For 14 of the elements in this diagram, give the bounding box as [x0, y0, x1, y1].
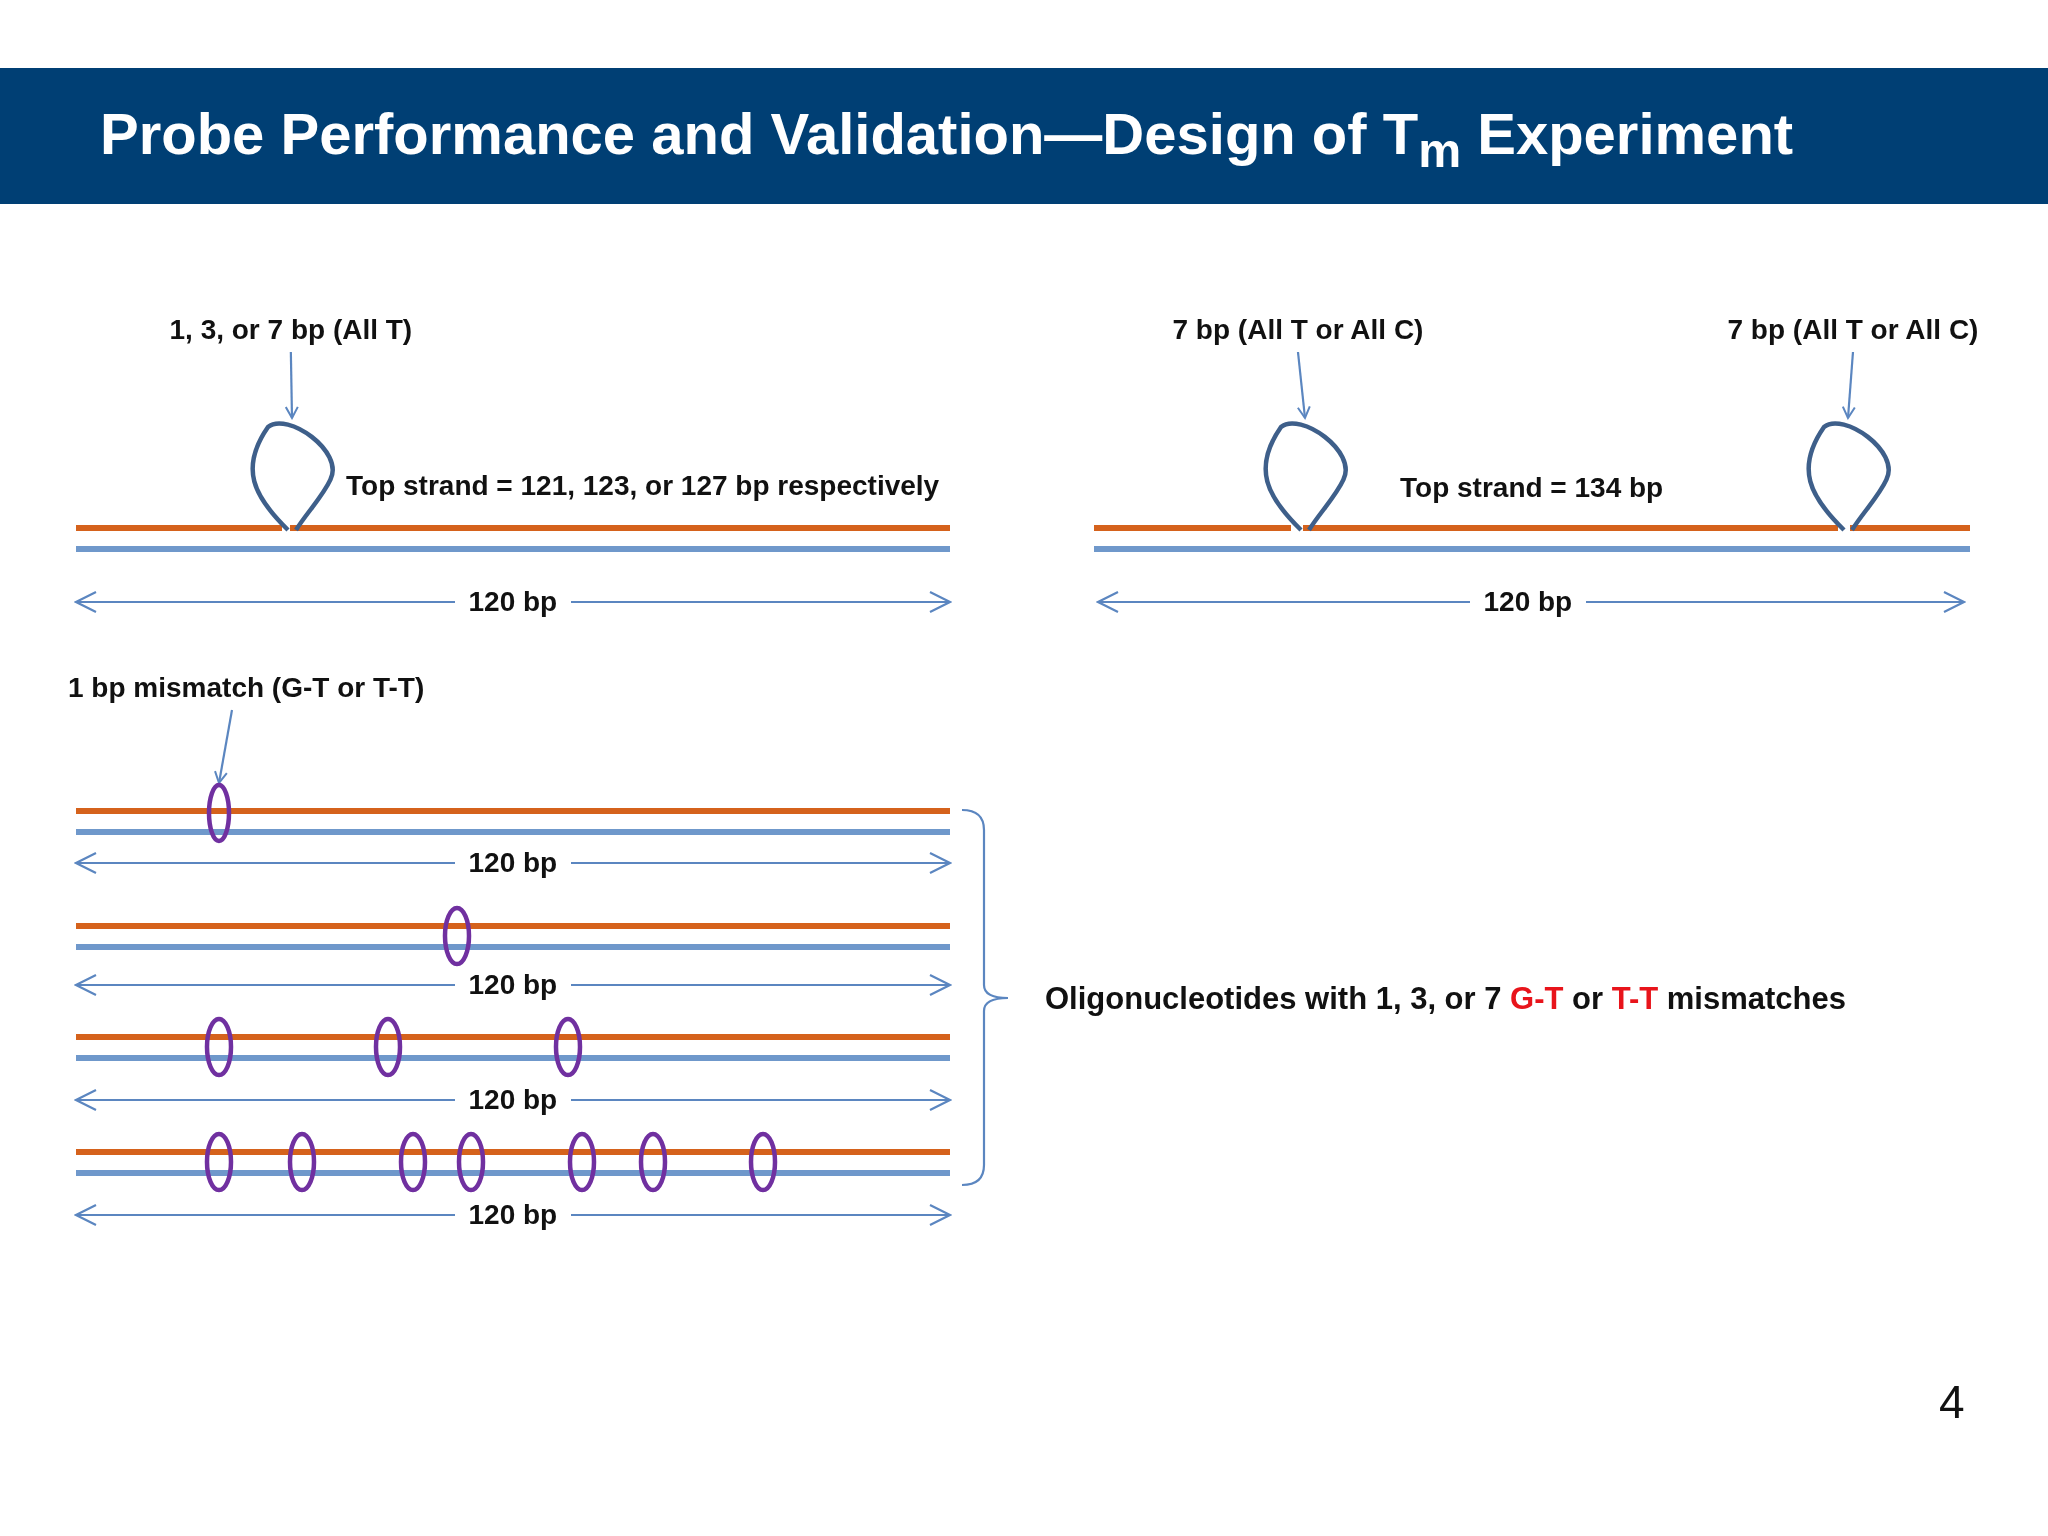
arrow: [1841, 351, 1856, 419]
annotation-label: 1 bp mismatch (G-T or T-T): [68, 672, 425, 704]
page-number: 4: [1939, 1375, 1965, 1429]
annotation-label: 7 bp (All T or All C): [1172, 314, 1424, 346]
annotation-label: 7 bp (All T or All C): [1727, 314, 1979, 346]
strand-length-label: Top strand = 121, 123, or 127 bp respectively: [346, 470, 940, 502]
strand-length-label: Top strand = 134 bp: [1400, 472, 1664, 504]
annotation-label: 1, 3, or 7 bp (All T): [169, 314, 413, 346]
arrow: [214, 709, 234, 784]
mismatch-ellipse: [207, 783, 231, 843]
bracket-note: Oligonucleotides with 1, 3, or 7 G-T or T-T mismatches: [1045, 981, 1846, 1017]
arrow: [284, 352, 299, 419]
arrow: [1296, 351, 1311, 419]
slide-title: Probe Performance and Validation—Design of T$_{m}$ Experiment: [100, 100, 1794, 178]
